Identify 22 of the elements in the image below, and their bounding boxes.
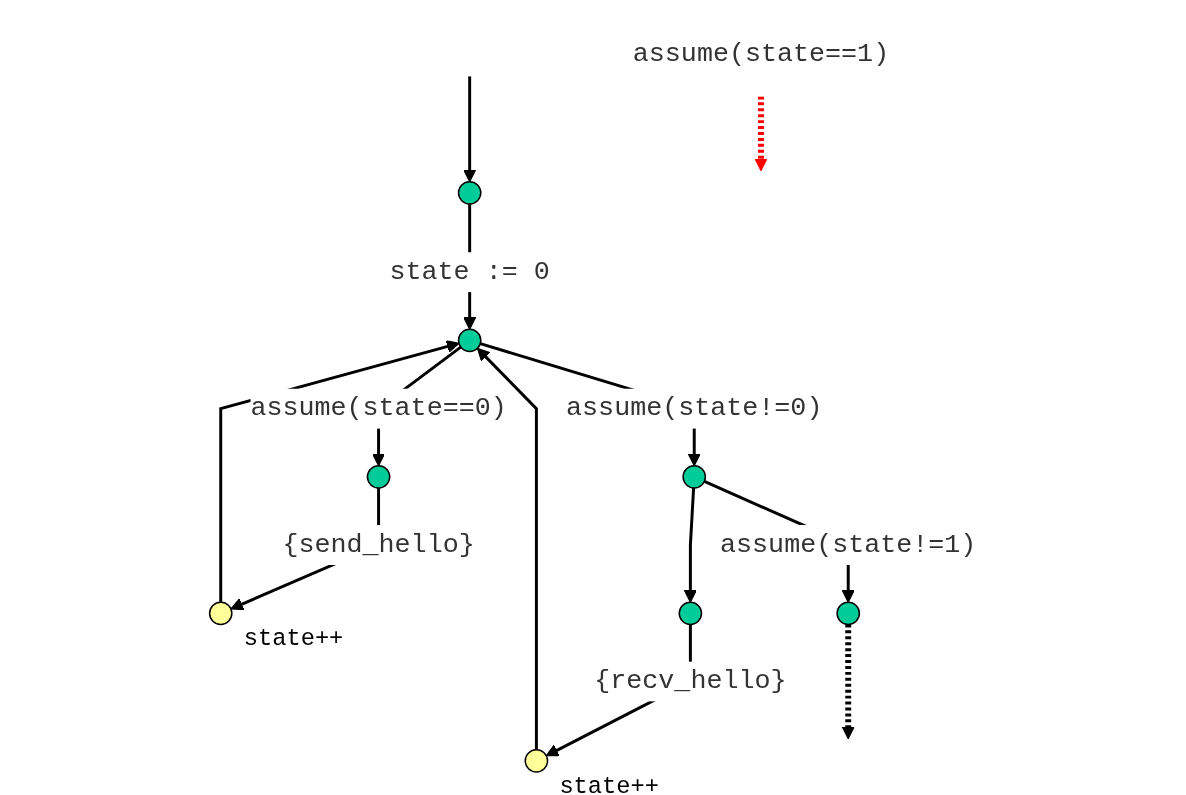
node-circle [524, 749, 549, 773]
arrow [841, 624, 855, 740]
node-circle [678, 601, 703, 626]
edge-label: assume(state!=0) [566, 393, 823, 423]
node-circle [682, 465, 707, 489]
edge-label: {send_hello} [282, 529, 475, 560]
edge-label: state := 0 [389, 256, 550, 287]
edge-label: assume(state!=1) [720, 529, 977, 560]
arrow [463, 76, 477, 183]
edge-label: {recv_hello} [594, 665, 787, 696]
arrow [476, 347, 538, 750]
node-circle [457, 328, 482, 353]
node-caption: state++ [243, 625, 344, 653]
node-text: assume(state==1) [632, 38, 890, 69]
node-caption: state++ [559, 772, 660, 795]
edge-label: assume(state==0) [250, 393, 507, 423]
node-circle [457, 180, 482, 205]
node-circle [836, 601, 861, 626]
arrow [683, 487, 697, 603]
arrow [754, 96, 768, 172]
node-circle [208, 601, 233, 626]
node-circle [366, 465, 391, 489]
